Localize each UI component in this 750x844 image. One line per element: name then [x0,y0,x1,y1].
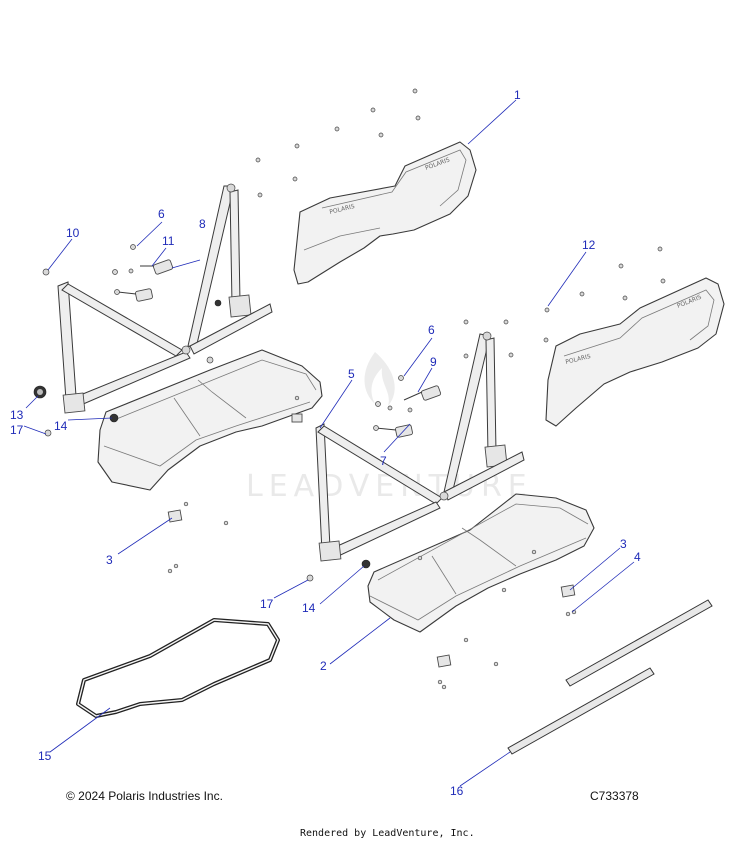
callout-10: 10 [66,226,80,240]
buckle-set-upper[interactable] [112,244,174,302]
callout-leaders [23,99,635,787]
callout-13: 13 [10,408,24,422]
callout-11: 11 [162,234,175,248]
callout-4: 4 [634,550,641,564]
callout-17-upper: 17 [10,423,24,437]
seat-belt-assembly-lower[interactable] [315,331,525,562]
callout-16: 16 [450,784,464,798]
diagram-code: C733378 [590,789,639,803]
callout-9: 9 [430,355,437,369]
trim-strips[interactable] [507,599,713,755]
buckle-set-lower[interactable] [291,375,442,438]
callout-14-lower: 14 [302,601,316,615]
callout-14-upper: 14 [54,419,68,433]
callout-3-left: 3 [106,553,113,567]
callout-7: 7 [380,454,387,468]
hardware-upper-left [33,268,229,574]
seat-gasket[interactable] [76,618,280,718]
watermark: LEADVENTURE [246,352,527,504]
callout-6-lower: 6 [428,323,435,337]
seat-bottom-lower[interactable] [367,493,595,633]
callout-12: 12 [582,238,596,252]
callout-8: 8 [199,217,206,231]
seat-back-lower[interactable]: POLARIS POLARIS [545,277,725,427]
seat-belt-assembly-upper[interactable] [57,183,273,414]
callout-17-lower: 17 [260,597,274,611]
callout-5: 5 [348,367,355,381]
seat-back-upper[interactable]: POLARIS POLARIS [293,141,477,285]
hardware-lower [306,549,577,690]
seat-bottom-upper[interactable] [97,349,323,491]
rendered-by-text: Rendered by LeadVenture, Inc. [300,828,475,839]
copyright-text: © 2024 Polaris Industries Inc. [66,789,223,803]
callout-3-right: 3 [620,537,627,551]
callout-6-upper: 6 [158,207,165,221]
fasteners [255,88,666,359]
callout-15: 15 [38,749,52,763]
callouts: 1 6 8 10 11 12 6 9 5 7 13 17 14 3 17 14 … [10,88,641,798]
callout-2: 2 [320,659,327,673]
callout-1: 1 [514,88,521,102]
